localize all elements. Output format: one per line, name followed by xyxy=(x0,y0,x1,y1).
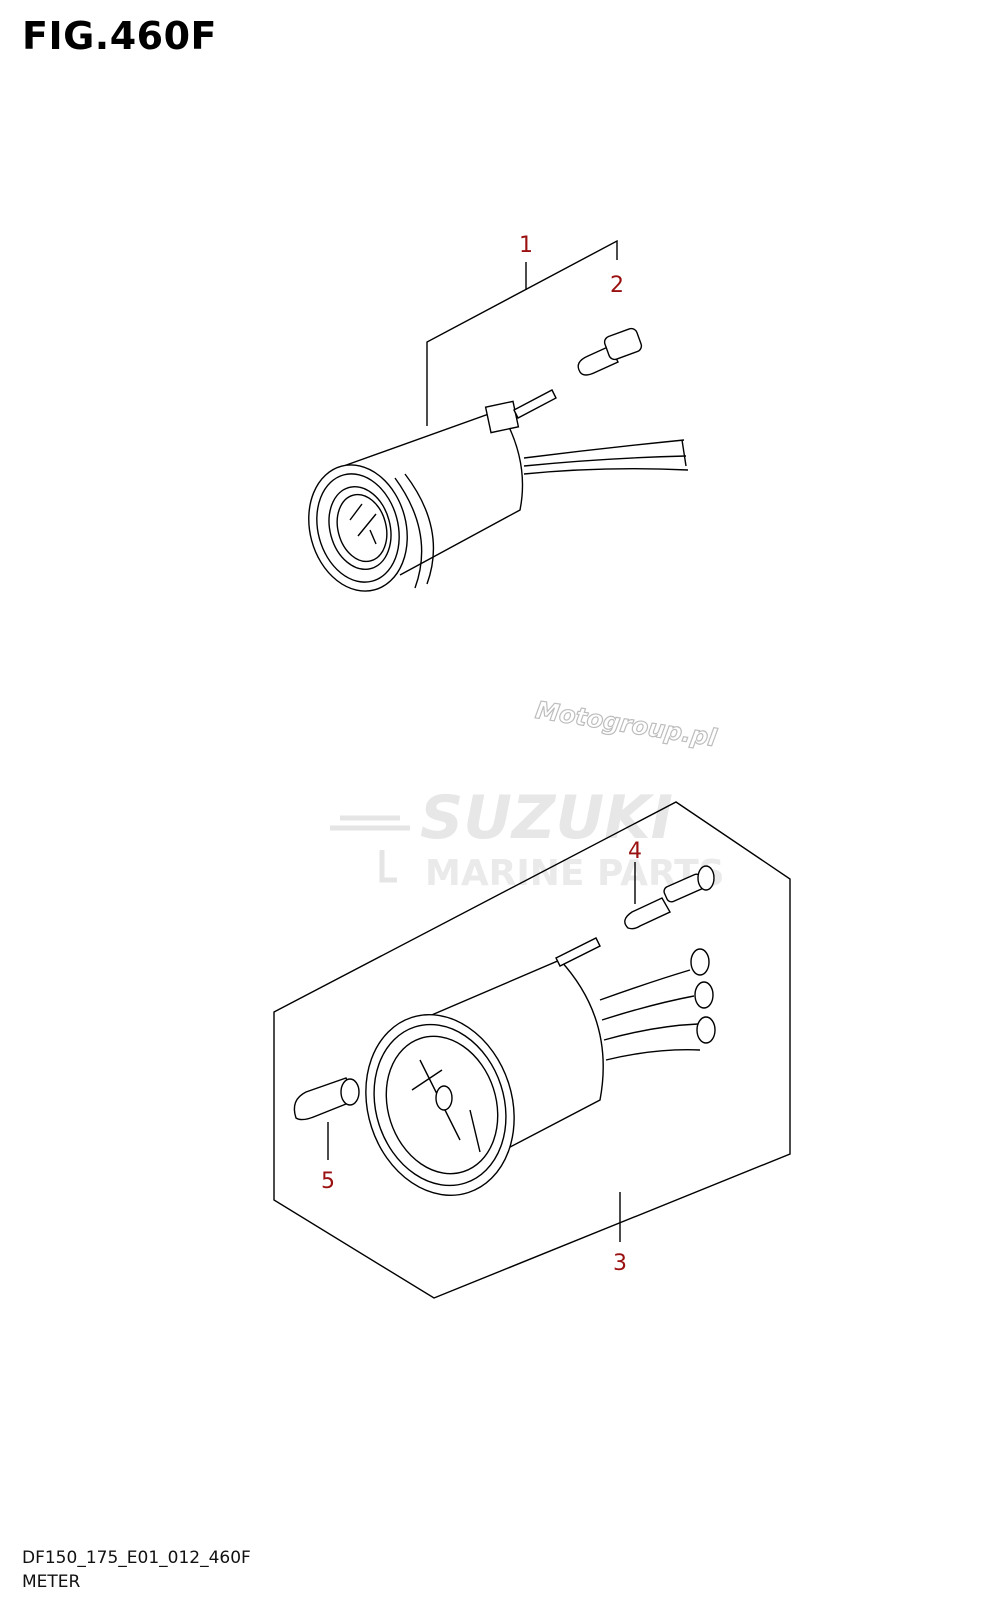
watermark: Motogroup.pl SUZUKI MARINE PARTS xyxy=(330,695,725,894)
watermark-brand: SUZUKI xyxy=(420,783,673,853)
part-3-meter-kit xyxy=(273,801,791,1299)
callout-4: 4 xyxy=(628,839,642,864)
part-4-bulb xyxy=(624,862,715,930)
watermark-site: Motogroup.pl xyxy=(534,696,720,752)
part-5-bulb xyxy=(293,1077,360,1160)
kit-outline xyxy=(273,801,791,1299)
callout-1: 1 xyxy=(519,233,533,258)
leader-line-1 xyxy=(426,239,618,426)
callout-2: 2 xyxy=(610,273,624,298)
callout-5: 5 xyxy=(321,1169,335,1194)
part-2-bulb xyxy=(577,327,643,376)
drawing-name: METER xyxy=(22,1572,81,1592)
drawing-code: DF150_175_E01_012_460F xyxy=(22,1548,251,1568)
part-1-meter-assembly xyxy=(308,239,689,592)
callout-3: 3 xyxy=(613,1251,627,1276)
figure-title: FIG.460F xyxy=(22,14,218,58)
